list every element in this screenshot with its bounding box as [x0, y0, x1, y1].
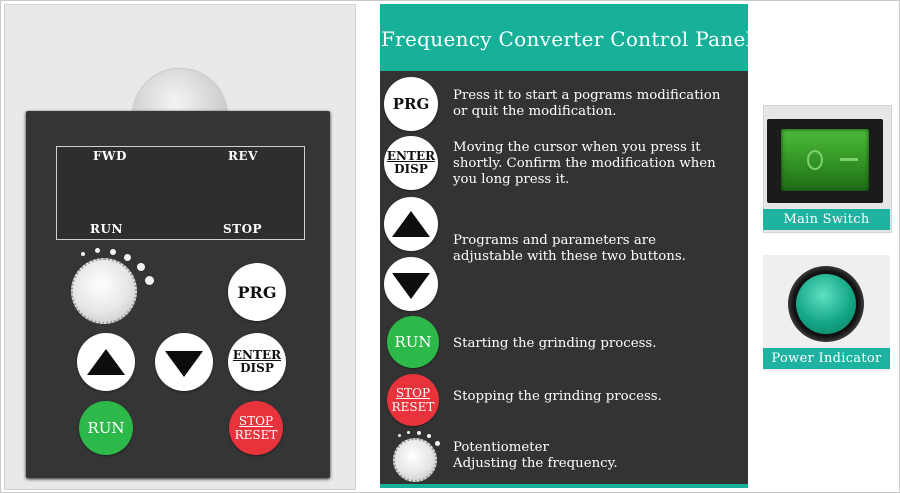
potentiometer-icon: [393, 438, 437, 482]
stop-reset-button[interactable]: STOP RESET: [229, 401, 283, 455]
legend-stop-label: STOP: [395, 386, 431, 400]
legend-stop-reset-button: STOP RESET: [387, 374, 439, 426]
run-indicator-label: RUN: [90, 222, 123, 236]
legend-arrows-description: Programs and parameters are adjustable w…: [453, 233, 686, 265]
legend-run-description: Starting the grinding process.: [453, 336, 657, 351]
up-arrow-icon: [392, 211, 430, 237]
legend-potentiometer-line1: Potentiometer: [453, 440, 549, 455]
legend-run-button: RUN: [387, 316, 439, 368]
knob-scale-dot: [417, 431, 421, 435]
legend-arrows-line1: Programs and parameters are: [453, 233, 656, 248]
down-arrow-icon: [392, 273, 430, 299]
knob-scale-dot: [124, 254, 131, 261]
legend-potentiometer-line2: Adjusting the frequency.: [453, 456, 618, 471]
knob-scale-dot: [427, 434, 431, 438]
help-footer-bar: [380, 484, 748, 488]
lcd-display: [56, 146, 305, 240]
legend-prg-line2: or quit the modification.: [453, 104, 617, 119]
disp-label: DISP: [240, 361, 274, 375]
help-panel: [380, 4, 748, 488]
power-indicator-lamp-icon: [796, 274, 856, 334]
legend-disp-label: DISP: [394, 162, 428, 176]
run-button-label: RUN: [87, 419, 125, 437]
run-button[interactable]: RUN: [79, 401, 133, 455]
legend-enter-line3: you long press it.: [453, 172, 570, 187]
on-symbol-icon: [840, 158, 858, 161]
up-button[interactable]: [77, 333, 135, 391]
legend-prg-label: PRG: [392, 95, 430, 113]
legend-potentiometer-description: Potentiometer Adjusting the frequency.: [453, 440, 618, 472]
help-title: Frequency Converter Control Panel: [381, 27, 753, 51]
knob-scale-dot: [95, 248, 100, 253]
legend-run-label: RUN: [394, 333, 432, 351]
legend-enter-label: ENTER: [386, 149, 436, 163]
legend-enter-line2: shortly. Confirm the modification when: [453, 156, 716, 171]
help-header: [380, 4, 748, 71]
legend-down-button: [384, 257, 438, 311]
legend-enter-description: Moving the cursor when you press it shor…: [453, 140, 716, 188]
legend-enter-line1: Moving the cursor when you press it: [453, 140, 701, 155]
legend-reset-label: RESET: [391, 400, 435, 414]
knob-scale-dot: [110, 249, 116, 255]
main-switch-label: Main Switch: [763, 209, 890, 230]
legend-stop-description: Stopping the grinding process.: [453, 389, 662, 404]
stop-label: STOP: [238, 414, 274, 428]
down-arrow-icon: [165, 351, 203, 377]
stop-indicator-label: STOP: [223, 222, 263, 236]
potentiometer-icon[interactable]: [71, 258, 137, 324]
knob-scale-dot: [407, 431, 410, 434]
fwd-indicator-label: FWD: [93, 149, 127, 163]
enter-disp-button[interactable]: ENTER DISP: [228, 333, 286, 391]
enter-label: ENTER: [232, 348, 282, 362]
knob-scale-dot: [398, 434, 401, 437]
legend-prg-button: PRG: [384, 77, 438, 131]
rev-indicator-label: REV: [228, 149, 258, 163]
knob-scale-dot: [81, 252, 85, 256]
knob-scale-dot: [137, 263, 145, 271]
legend-prg-description: Press it to start a pograms modification…: [453, 88, 720, 120]
power-indicator-label: Power Indicator: [763, 348, 890, 369]
legend-prg-line1: Press it to start a pograms modification: [453, 88, 721, 103]
legend-arrows-line2: adjustable with these two buttons.: [453, 249, 686, 264]
knob-scale-dot: [145, 276, 154, 285]
down-button[interactable]: [155, 333, 213, 391]
legend-enter-disp-button: ENTER DISP: [384, 136, 438, 190]
off-symbol-icon: [807, 150, 823, 170]
knob-scale-dot: [435, 441, 440, 446]
legend-up-button: [384, 197, 438, 251]
prg-button[interactable]: PRG: [228, 263, 286, 321]
up-arrow-icon: [87, 349, 125, 375]
reset-label: RESET: [234, 428, 278, 442]
prg-button-label: PRG: [237, 282, 277, 302]
